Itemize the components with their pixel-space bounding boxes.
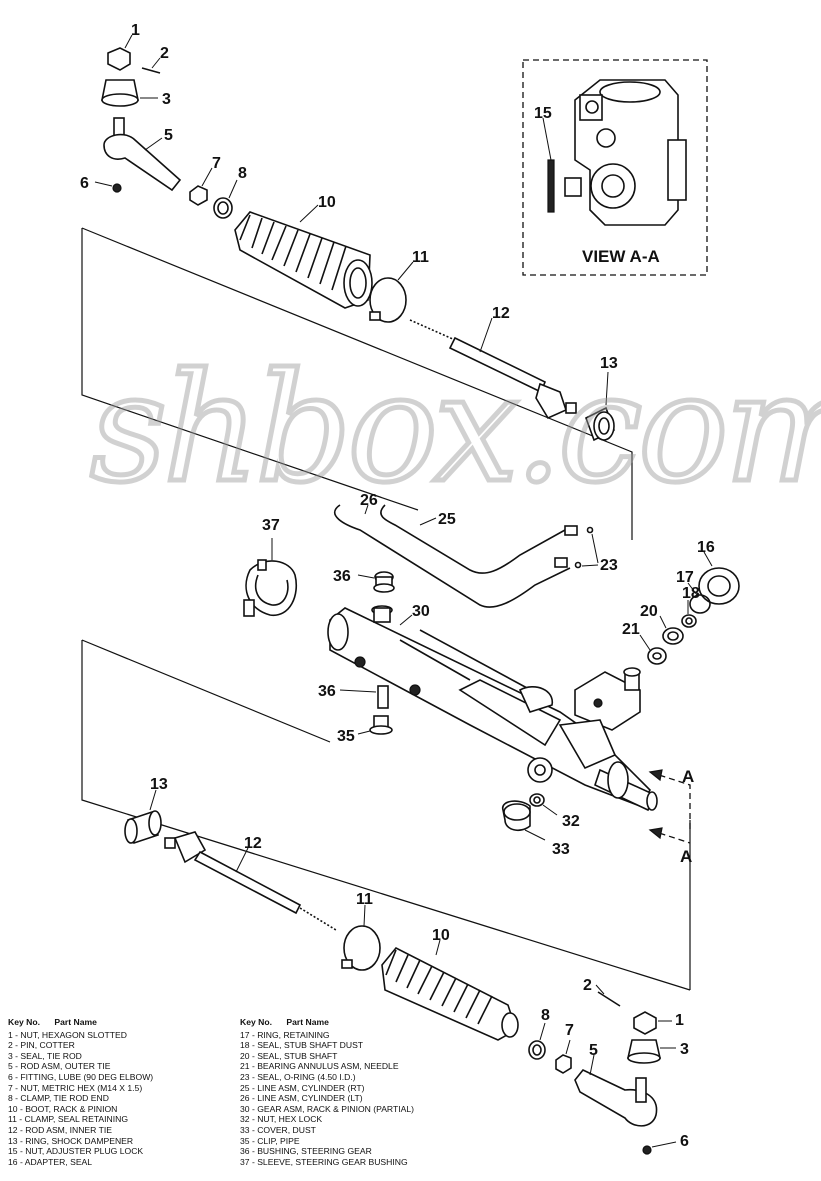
legend-part-header: Part Name <box>54 1017 97 1027</box>
upper-ring-group: 13 <box>585 355 618 442</box>
callout-2: 2 <box>160 45 169 62</box>
legend-entry: 16 - ADAPTER, SEAL <box>8 1156 93 1167</box>
stub-shaft-seals-group: 16 17 18 20 21 <box>622 539 740 665</box>
callout-5-lower: 5 <box>589 1042 598 1059</box>
callout-20: 20 <box>640 603 658 620</box>
upper-clamp-group: 11 <box>369 249 429 323</box>
callout-3: 3 <box>162 91 171 108</box>
lower-tie-rod-end-group: 8 7 5 6 1 2 3 <box>528 977 689 1155</box>
view-a-a-label: VIEW A-A <box>582 247 660 266</box>
upper-inner-tie-rod-group: 12 <box>409 305 577 420</box>
callout-12-lower: 12 <box>244 835 262 852</box>
callout-17: 17 <box>676 569 694 586</box>
legend-entry: 10 - BOOT, RACK & PINION <box>8 1103 118 1114</box>
pipe-clip-group: 37 <box>243 517 297 617</box>
section-mark-a-top: A <box>682 767 694 786</box>
exploded-frames <box>81 227 691 991</box>
lower-inner-tie-rod-group: 12 <box>164 831 337 931</box>
legend-entry: 20 - SEAL, STUB SHAFT <box>240 1050 338 1061</box>
callout-3-lower: 3 <box>680 1041 689 1058</box>
legend-entry: 1 - NUT, HEXAGON SLOTTED <box>8 1029 127 1040</box>
section-mark-a-bottom: A <box>680 847 692 866</box>
callout-36-bottom: 35 <box>337 728 355 745</box>
legend-entry: 37 - SLEEVE, STEERING GEAR BUSHING <box>240 1156 408 1167</box>
callout-8-lower: 8 <box>541 1007 550 1024</box>
callout-15: 15 <box>534 105 552 122</box>
callout-8: 8 <box>238 165 247 182</box>
lower-boot-group: 10 <box>381 927 519 1041</box>
bushing-group: 36 36 35 <box>318 568 395 745</box>
callout-13: 13 <box>600 355 618 372</box>
rack-pinion-gear-group: 30 <box>327 603 658 812</box>
callout-2-lower: 2 <box>583 977 592 994</box>
legend-entry: 36 - BUSHING, STEERING GEAR <box>240 1146 372 1157</box>
legend-header: Key No. Part Name <box>240 1017 414 1028</box>
section-marks: A A <box>648 767 694 866</box>
legend-entry: 23 - SEAL, O-RING (4.50 I.D.) <box>240 1071 356 1082</box>
legend-entry: 26 - LINE ASM, CYLINDER (LT) <box>240 1093 363 1104</box>
lock-nut-dust-cover-group: 32 33 <box>502 793 580 858</box>
legend-entry: 21 - BEARING ANNULUS ASM, NEEDLE <box>240 1061 399 1072</box>
legend-entry: 2 - PIN, COTTER <box>8 1040 75 1051</box>
callout-37: 36 <box>318 683 336 700</box>
callout-5: 5 <box>164 127 173 144</box>
legend-key-header: Key No. <box>240 1017 272 1027</box>
callout-36-top: 36 <box>333 568 351 585</box>
callout-7: 7 <box>212 155 221 172</box>
parts-legend-left: Key No. Part Name 1 - NUT, HEXAGON SLOTT… <box>8 1017 153 1167</box>
callout-10-lower: 10 <box>432 927 450 944</box>
callout-7-lower: 7 <box>565 1022 574 1039</box>
legend-entry: 8 - CLAMP, TIE ROD END <box>8 1093 109 1104</box>
callout-13-lower: 13 <box>150 776 168 793</box>
legend-part-header: Part Name <box>286 1017 329 1027</box>
callout-25: 25 <box>438 511 456 528</box>
callout-12: 12 <box>492 305 510 322</box>
callout-30: 30 <box>412 603 430 620</box>
legend-entry: 11 - CLAMP, SEAL RETAINING <box>8 1114 129 1125</box>
legend-entry: 5 - ROD ASM, OUTER TIE <box>8 1061 111 1072</box>
callout-21: 21 <box>622 621 640 638</box>
callout-23: 23 <box>600 557 618 574</box>
legend-entry: 12 - ROD ASM, INNER TIE <box>8 1124 112 1135</box>
legend-entry: 33 - COVER, DUST <box>240 1124 316 1135</box>
cylinder-lines-group: 26 25 23 <box>333 492 618 608</box>
legend-entry: 18 - SEAL, STUB SHAFT DUST <box>240 1040 364 1051</box>
callout-26: 26 <box>360 492 378 509</box>
legend-entry: 17 - RING, RETAINING <box>240 1029 330 1040</box>
legend-entry: 3 - SEAL, TIE ROD <box>8 1050 82 1061</box>
callout-1: 1 <box>131 22 140 39</box>
legend-entry: 15 - NUT, ADJUSTER PLUG LOCK <box>8 1146 144 1157</box>
legend-entry: 35 - CLIP, PIPE <box>240 1135 300 1146</box>
callout-1-lower: 1 <box>675 1012 684 1029</box>
callout-33: 33 <box>552 841 570 858</box>
upper-tie-rod-end-group: 1 2 3 5 6 7 8 <box>80 22 247 219</box>
callout-32: 32 <box>562 813 580 830</box>
legend-entry: 6 - FITTING, LUBE (90 DEG ELBOW) <box>8 1071 154 1082</box>
upper-boot-group: 10 <box>234 194 373 309</box>
legend-key-header: Key No. <box>8 1017 40 1027</box>
callout-11-lower: 11 <box>356 891 373 908</box>
callout-6: 6 <box>80 175 89 192</box>
watermark: shbox.com <box>90 342 821 516</box>
callout-10: 10 <box>318 194 336 211</box>
view-a-a-box: 15 VIEW A-A <box>522 59 708 276</box>
callout-35: 37 <box>262 517 280 534</box>
legend-header: Key No. Part Name <box>8 1017 153 1028</box>
lower-clamp-group: 11 <box>341 891 381 971</box>
callout-16: 16 <box>697 539 715 556</box>
legend-entry: 7 - NUT, METRIC HEX (M14 X 1.5) <box>8 1082 143 1093</box>
callout-6-lower: 6 <box>680 1133 689 1150</box>
legend-entry: 30 - GEAR ASM, RACK & PINION (PARTIAL) <box>240 1103 414 1114</box>
callout-11: 11 <box>412 249 429 266</box>
lower-ring-group: 13 <box>124 776 168 845</box>
legend-entry: 13 - RING, SHOCK DAMPENER <box>8 1135 134 1146</box>
legend-entry: 32 - NUT, HEX LOCK <box>240 1114 323 1125</box>
legend-entry: 25 - LINE ASM, CYLINDER (RT) <box>240 1082 365 1093</box>
callout-18: 18 <box>682 585 700 602</box>
